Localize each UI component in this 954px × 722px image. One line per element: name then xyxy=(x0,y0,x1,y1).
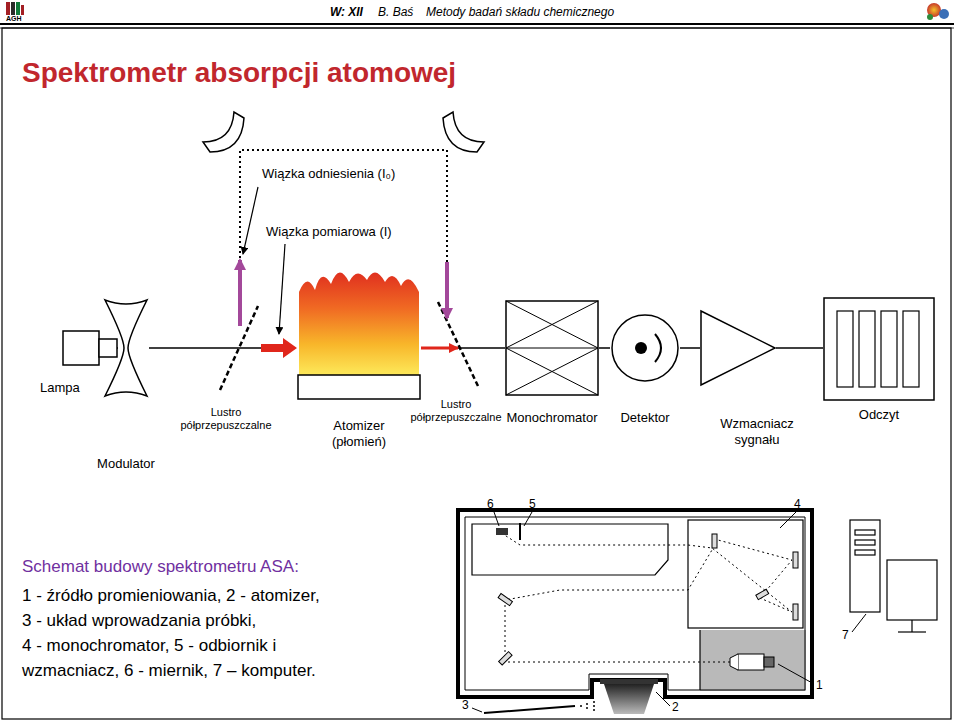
callout-number: 6 xyxy=(487,497,494,511)
component-label: Modulator xyxy=(86,456,166,472)
faculty-logo xyxy=(927,3,949,20)
beam-label: Wiązka pomiarowa (I) xyxy=(266,224,392,240)
list-line: 1 - źródło promieniowania, 2 - atomizer, xyxy=(22,586,320,606)
readout-box: Odczyt xyxy=(823,297,935,401)
callout-leader xyxy=(472,512,866,712)
slide-title: Spektrometr absorpcji atomowej xyxy=(22,56,456,90)
author-name: B. Baś xyxy=(378,5,413,19)
lamp-box: Lampa xyxy=(62,330,118,366)
lamp-icon xyxy=(730,654,774,670)
callout-number: 4 xyxy=(794,497,801,511)
reference-beam xyxy=(240,150,447,262)
node-outline xyxy=(700,310,776,386)
page-frame xyxy=(2,28,951,719)
header-rule xyxy=(0,23,954,25)
optical-path xyxy=(503,534,792,662)
beam-splitter xyxy=(438,302,478,386)
mirror-label: Lustro półprzepuszczalne xyxy=(406,398,506,424)
component-label: Odczyt xyxy=(839,407,919,423)
component-label: Wzmacniacz sygnału xyxy=(712,416,802,449)
beam-arrow xyxy=(238,260,242,326)
callout-number: 1 xyxy=(816,678,823,692)
amplifier-triangle: Wzmacniacz sygnału xyxy=(700,310,776,386)
component-label: Detektor xyxy=(605,410,685,426)
mirror-label: Lustro półprzepuszczalne xyxy=(176,406,276,432)
callout-number: 5 xyxy=(529,497,536,511)
node-outline xyxy=(297,262,421,400)
node-outline xyxy=(823,297,935,401)
lecture-number: W: XII xyxy=(330,5,363,19)
agh-logo xyxy=(6,2,24,15)
leader-line xyxy=(243,187,258,254)
beam-arrow xyxy=(421,347,458,350)
callout-number: 7 xyxy=(842,628,849,642)
monochromator-box: Monochromator xyxy=(505,300,599,396)
leader-line xyxy=(279,244,285,334)
component-label: Atomizer (płomień) xyxy=(309,418,409,451)
modulator-symbol: Modulator xyxy=(103,298,149,398)
detector-circle: Detektor xyxy=(610,313,680,383)
logo-text: AGH xyxy=(6,15,22,23)
node-outline xyxy=(62,330,118,366)
list-heading: Schemat budowy spektrometru ASA: xyxy=(22,557,299,577)
meter-block xyxy=(496,528,508,535)
course-title: Metody badań składu chemicznego xyxy=(426,5,614,19)
beam-connector xyxy=(599,348,610,349)
sample-inlet xyxy=(484,701,595,713)
node-outline xyxy=(610,313,680,383)
list-line: 4 - monochromator, 5 - odbiornik i xyxy=(22,636,276,656)
beam-connector xyxy=(421,348,505,349)
burner xyxy=(600,679,658,714)
beam-connector xyxy=(149,338,297,358)
component-label: Lampa xyxy=(40,380,80,396)
atomizer-flame: Atomizer (płomień) xyxy=(297,262,421,400)
callout-number: 2 xyxy=(672,700,679,714)
concave-mirror xyxy=(203,112,244,152)
node-outline xyxy=(103,298,149,398)
callout-number: 3 xyxy=(462,698,469,712)
optical-mirror xyxy=(498,534,798,665)
component-label: Monochromator xyxy=(497,410,607,426)
instrument-housing xyxy=(458,510,812,697)
beam-connector xyxy=(776,348,823,349)
beam-connector xyxy=(680,348,700,349)
detector-slit xyxy=(519,523,521,540)
concave-mirror xyxy=(443,112,484,152)
node-outline xyxy=(505,300,599,396)
computer-icon xyxy=(850,520,937,632)
beam-arrow xyxy=(445,262,449,318)
list-line: wzmacniacz, 6 - miernik, 7 – komputer. xyxy=(22,661,316,681)
list-line: 3 - układ wprowadzania próbki, xyxy=(22,611,256,631)
beam-label: Wiązka odniesienia (I₀) xyxy=(262,166,395,182)
